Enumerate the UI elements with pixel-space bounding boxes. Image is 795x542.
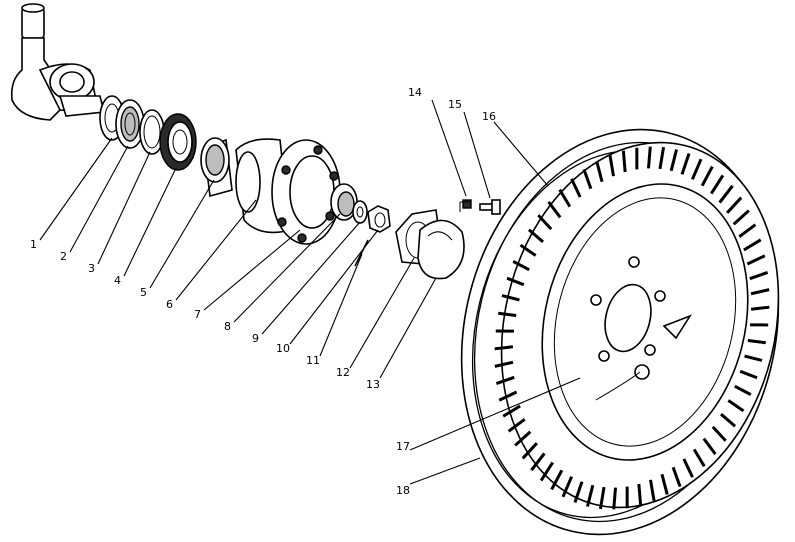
tread-block: [570, 178, 582, 198]
callout-18: 18: [396, 484, 410, 497]
tread-block: [680, 153, 691, 175]
tread-block: [726, 196, 743, 214]
tread-block: [608, 155, 615, 177]
tread-block: [582, 168, 593, 190]
tread-block: [750, 288, 770, 296]
tread-block: [561, 476, 573, 498]
callout-13: 13: [366, 378, 380, 391]
wheel-bolt-15: [479, 199, 501, 215]
outer-bearing-7: [330, 183, 358, 221]
callout-labels: 1 2 3 4 5 6 7 8 9 10 11 12 13 14 15 16 1…: [30, 86, 496, 497]
tread-block: [660, 473, 669, 495]
callout-6: 6: [166, 298, 173, 311]
tread-block: [669, 149, 678, 172]
tread-block: [506, 276, 525, 287]
tread-block: [718, 184, 734, 204]
tread-block: [494, 360, 514, 368]
tread-block: [550, 469, 564, 491]
callout-4: 4: [114, 274, 121, 287]
tread-block: [595, 161, 604, 183]
tread-block: [621, 150, 627, 173]
hub-nut-9: [367, 205, 391, 233]
tread-block: [702, 437, 717, 456]
tread-block: [692, 448, 706, 468]
hub-cap-13: [417, 219, 465, 280]
callout-2: 2: [60, 250, 67, 263]
tread-block: [738, 223, 757, 238]
callout-17: 17: [396, 440, 410, 453]
tread-block: [682, 458, 694, 478]
wheel-rim-17: [541, 183, 749, 461]
inner-bearing-5: [200, 137, 233, 198]
wheel-nut-14: [462, 199, 472, 209]
tread-block: [598, 486, 606, 510]
callout-9: 9: [252, 332, 259, 345]
callout-14: 14: [408, 86, 422, 99]
tread-block: [720, 412, 737, 428]
tread-block: [495, 375, 515, 385]
callout-1: 1: [30, 238, 37, 251]
tread-block: [586, 484, 595, 507]
tread-block: [502, 404, 521, 418]
tread-block: [739, 369, 758, 380]
tread-block: [646, 146, 652, 169]
tread-block: [512, 260, 530, 272]
tread-block: [494, 345, 514, 351]
washer-8: [352, 200, 368, 224]
tread-block: [547, 200, 562, 219]
tread-block: [658, 146, 666, 170]
tread-block: [521, 442, 538, 460]
callout-11: 11: [306, 354, 320, 367]
tread-block: [743, 238, 762, 252]
callout-8: 8: [224, 320, 231, 333]
tread-block: [744, 354, 763, 362]
callout-10: 10: [276, 342, 290, 355]
leader-lines: [39, 99, 581, 485]
tread-block: [732, 209, 750, 226]
tread-block: [558, 188, 572, 208]
tread-block: [746, 254, 766, 266]
tread-pattern: [494, 146, 770, 510]
tread-block: [527, 228, 544, 244]
tread-block: [498, 311, 517, 317]
tread-block: [612, 487, 618, 510]
tread-block: [501, 294, 520, 302]
tread-block: [750, 305, 770, 311]
tread-block: [749, 271, 769, 281]
tread-block: [537, 214, 553, 231]
bearing-cage-2: [115, 99, 145, 149]
wheel-hub-6: [235, 138, 341, 245]
tread-block: [530, 452, 546, 472]
tread-block: [700, 165, 714, 187]
tread-block: [691, 158, 703, 180]
tread-block: [747, 339, 766, 345]
callout-12: 12: [336, 366, 350, 379]
callout-15: 15: [448, 98, 462, 111]
tread-block: [539, 461, 554, 482]
callout-3: 3: [88, 262, 95, 275]
tread-block: [734, 384, 752, 396]
callout-7: 7: [194, 308, 201, 321]
tread-block: [519, 243, 537, 257]
tread-block: [711, 425, 727, 442]
tread-block: [727, 399, 745, 413]
tread-block: [710, 174, 725, 195]
tread-block: [507, 418, 526, 433]
tread-block: [498, 390, 518, 402]
tread-block: [637, 483, 643, 506]
tread-block: [514, 430, 532, 447]
steering-knuckle: [10, 3, 105, 121]
cotter-pin-11: [354, 239, 369, 267]
callout-5: 5: [140, 286, 147, 299]
tread-block: [573, 481, 584, 503]
tread-block: [671, 466, 682, 488]
callout-16: 16: [482, 110, 496, 123]
oil-seal-4: [159, 113, 197, 171]
tread-block: [649, 479, 656, 501]
